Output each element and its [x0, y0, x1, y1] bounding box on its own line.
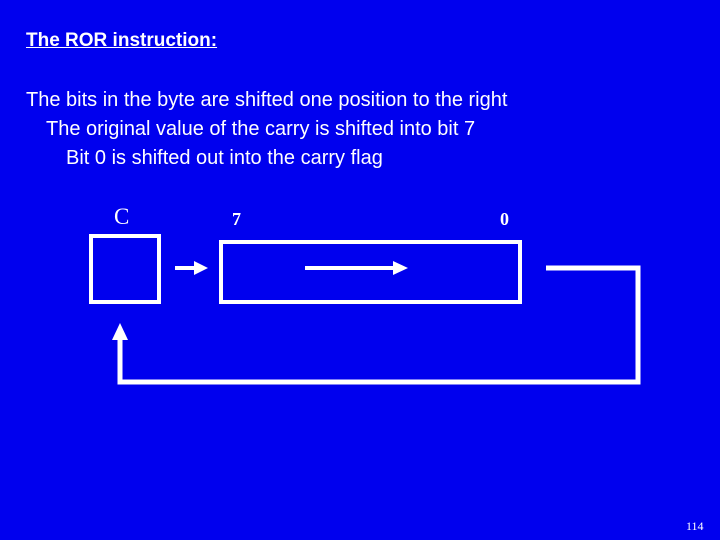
bullet-line-1: The bits in the byte are shifted one pos… [26, 89, 508, 111]
page-number: 114 [686, 519, 704, 533]
carry-label: C [114, 204, 130, 229]
bit0-to-carry-feedback-arrow [112, 265, 641, 385]
slide-title: The ROR instruction: [26, 30, 218, 51]
bullet-line-2: The original value of the carry is shift… [46, 118, 476, 140]
bullet-line-3: Bit 0 is shifted out into the carry flag [66, 147, 383, 169]
byte-register-box [219, 240, 522, 304]
bit-7-label: 7 [232, 209, 241, 229]
carry-to-bit7-arrow [175, 261, 208, 275]
bit-0-label: 0 [500, 209, 509, 229]
shift-right-arrow [305, 261, 408, 275]
carry-flag-box [89, 234, 161, 304]
